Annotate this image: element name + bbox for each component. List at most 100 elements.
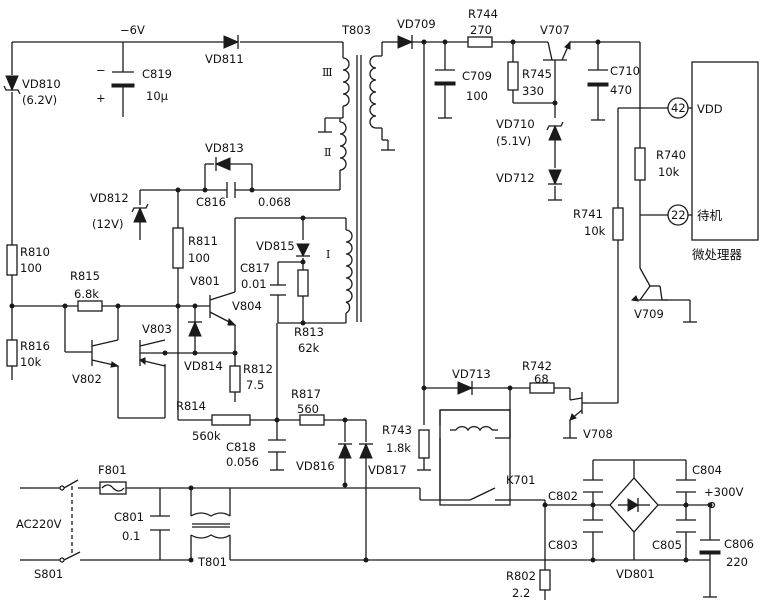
- transistor-v708: [569, 392, 588, 421]
- diode-vd811: [223, 35, 240, 49]
- capacitor-c818: [268, 439, 286, 453]
- label-vd816: VD816: [296, 459, 335, 473]
- label-v801: V801: [190, 274, 220, 288]
- label-c805: C805: [652, 538, 682, 552]
- diode-vd709: [397, 35, 414, 49]
- resistor-r744: [467, 36, 493, 48]
- label-c709: C709: [462, 69, 492, 83]
- label-k701: K701: [506, 473, 536, 487]
- transistor-v803: [139, 339, 166, 367]
- label-c817: C817: [240, 261, 270, 275]
- microprocessor-box: [691, 61, 759, 241]
- label-c806-value: 220: [726, 555, 748, 569]
- label-r745-value: 330: [522, 84, 544, 98]
- diode-vd815: [296, 243, 310, 258]
- label-r744: R744: [468, 7, 498, 21]
- label-r743: R743: [382, 423, 412, 437]
- label-c806: C806: [724, 537, 754, 551]
- svg-text:+: +: [96, 91, 106, 105]
- label-300v: +300V: [704, 485, 744, 499]
- label-t801: T801: [197, 555, 227, 569]
- label-vd710: VD710: [496, 117, 535, 131]
- junction-dots: [9, 39, 713, 563]
- winding-i: [345, 229, 353, 314]
- capacitor-c710: [587, 69, 609, 87]
- resistor-r817: [299, 414, 325, 426]
- label-c804: C804: [692, 463, 722, 477]
- label-r815-value: 6.8k: [74, 287, 99, 301]
- label-standby: 待机: [697, 208, 723, 223]
- label-t803: T803: [341, 23, 371, 37]
- label-r816: R816: [20, 339, 50, 353]
- label-r811: R811: [188, 234, 218, 248]
- capacitor-c816: [226, 182, 236, 198]
- capacitor-c803: [583, 519, 603, 533]
- capacitor-c817: [270, 284, 286, 296]
- label-neg6v: −6V: [120, 23, 145, 37]
- resistor-r812: [229, 365, 241, 393]
- fuse-f801: [99, 481, 127, 495]
- labels: −6V VD811 T803 VD709 R744 270 V707 VD810…: [16, 7, 754, 600]
- label-c818-value: 0.056: [226, 455, 259, 469]
- label-vd815: VD815: [256, 239, 295, 253]
- label-r741-value: 10k: [584, 224, 606, 238]
- relay-contact: [469, 487, 496, 501]
- bridge-vd801: [609, 477, 659, 533]
- transistor-v707: [543, 40, 571, 68]
- label-ac220v: AC220V: [16, 517, 62, 531]
- label-r810: R810: [20, 245, 50, 259]
- relay-k701-box: [439, 409, 511, 506]
- label-v707: V707: [540, 23, 570, 37]
- label-winding-iii: Ⅲ: [322, 66, 333, 79]
- label-r817: R817: [291, 387, 321, 401]
- resistor-r745: [507, 61, 519, 91]
- label-v709: V709: [634, 307, 664, 321]
- label-r802: R802: [506, 569, 536, 583]
- label-r810-value: 100: [20, 261, 42, 275]
- diode-vd713: [457, 381, 474, 395]
- switch-s801: [59, 479, 81, 563]
- label-pin-22: 22: [671, 208, 686, 222]
- label-vd801: VD801: [616, 567, 655, 581]
- diode-vd813: [214, 157, 231, 171]
- label-r814-value: 560k: [192, 429, 221, 443]
- label-r740-value: 10k: [658, 165, 680, 179]
- label-c803: C803: [548, 538, 578, 552]
- label-vd814: VD814: [184, 359, 223, 373]
- resistor-r814: [211, 414, 251, 426]
- capacitor-c801: [150, 515, 170, 531]
- label-r812: R812: [243, 362, 273, 376]
- label-c710-value: 470: [610, 83, 632, 97]
- diode-vd712: [548, 169, 562, 186]
- t803-secondary: [369, 55, 377, 129]
- resistor-r815: [77, 300, 103, 312]
- label-v804: V804: [232, 299, 262, 313]
- label-vd812: VD812: [90, 191, 129, 205]
- label-r817-value: 560: [297, 402, 319, 416]
- diode-vd817: [359, 442, 373, 459]
- resistor-r813: [297, 269, 309, 297]
- resistor-r811: [172, 227, 184, 269]
- label-v708: V708: [583, 427, 613, 441]
- label-f801: F801: [98, 463, 127, 477]
- label-vd713: VD713: [452, 367, 491, 381]
- resistor-r816: [6, 339, 18, 367]
- transistor-v802: [91, 339, 120, 368]
- relay-coil: [455, 426, 493, 432]
- choke-t801: [190, 512, 231, 539]
- capacitor-c819: − +: [96, 63, 135, 105]
- label-r741: R741: [573, 207, 603, 221]
- label-microprocessor: 微处理器: [692, 247, 743, 262]
- diode-vd816: [338, 442, 352, 459]
- zener-vd812: [131, 203, 149, 223]
- capacitor-c806: [699, 539, 721, 555]
- transistor-v709: [630, 267, 668, 302]
- svg-text:−: −: [96, 63, 106, 77]
- label-r743-value: 1.8k: [386, 441, 411, 455]
- label-r816-value: 10k: [20, 355, 42, 369]
- label-vd710-voltage: (5.1V): [496, 134, 531, 148]
- label-r742-value: 68: [534, 372, 549, 386]
- resistor-r802: [539, 569, 551, 591]
- capacitor-c802: [583, 479, 603, 493]
